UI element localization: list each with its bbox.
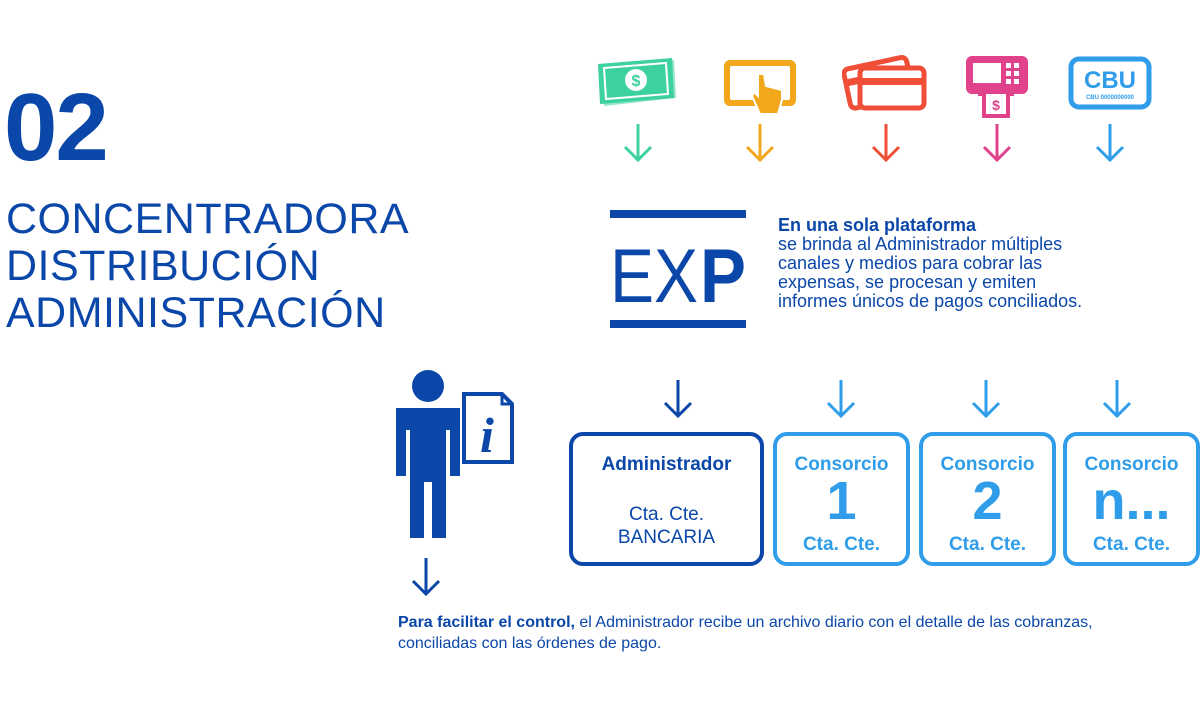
exp-description-line: informes únicos de pagos conciliados. bbox=[778, 291, 1083, 311]
heading-line-2: DISTRIBUCIÓN bbox=[6, 242, 321, 290]
bottom-description-line-1: Para facilitar el control, el Administra… bbox=[398, 612, 1193, 633]
exp-logo-prefix: EX bbox=[610, 234, 698, 319]
down-arrow-icon bbox=[745, 124, 775, 163]
down-arrow-icon bbox=[1095, 124, 1125, 163]
down-arrow-icon bbox=[826, 380, 856, 419]
box-account-type: Cta. Cte. bbox=[629, 504, 704, 525]
exp-logo: EX P bbox=[610, 210, 746, 328]
credit-cards-icon bbox=[842, 55, 927, 111]
exp-description-line: expensas, se procesan y emiten bbox=[778, 272, 1037, 292]
down-arrow-icon bbox=[623, 124, 653, 163]
heading-line-3: ADMINISTRACIÓN bbox=[6, 289, 386, 337]
heading-line-1: CONCENTRADORA bbox=[6, 195, 410, 243]
svg-text:i: i bbox=[480, 407, 494, 463]
bottom-description-line-2: conciliadas con las órdenes de pago. bbox=[398, 635, 662, 652]
svg-text:$: $ bbox=[632, 73, 641, 90]
svg-text:$: $ bbox=[992, 97, 1000, 113]
box-account-kind: BANCARIA bbox=[617, 527, 716, 548]
atm-icon: $ bbox=[966, 56, 1028, 118]
box-title: Administrador bbox=[601, 454, 732, 475]
exp-logo-suffix: P bbox=[700, 234, 746, 319]
box-footer: Cta. Cte. bbox=[948, 534, 1027, 555]
cbu-icon: CBU CBU 0000000000 bbox=[1068, 56, 1152, 110]
box-title: Consorcio bbox=[940, 454, 1035, 475]
exp-description-line: canales y medios para cobrar las bbox=[778, 253, 1043, 273]
box-title: Consorcio bbox=[794, 454, 889, 475]
consorcio-1-box: Consorcio 1 Cta. Cte. bbox=[773, 432, 910, 566]
down-arrow-icon bbox=[663, 380, 693, 419]
cbu-sublabel: CBU 0000000000 bbox=[1086, 95, 1135, 101]
person-info-icon: i bbox=[396, 370, 514, 538]
exp-description-line: se brinda al Administrador múltiples bbox=[778, 234, 1063, 254]
box-number: 1 bbox=[826, 471, 857, 531]
consorcio-2-box: Consorcio 2 Cta. Cte. bbox=[919, 432, 1056, 566]
bottom-description: Para facilitar el control, el Administra… bbox=[398, 612, 1193, 654]
box-footer: Cta. Cte. bbox=[802, 534, 881, 555]
down-arrow-icon bbox=[871, 124, 901, 163]
bottom-description-bold: Para facilitar el control, bbox=[398, 614, 575, 631]
consorcio-n-box: Consorcio n... Cta. Cte. bbox=[1063, 432, 1200, 566]
box-title: Consorcio bbox=[1084, 454, 1179, 475]
tablet-touch-icon bbox=[724, 60, 796, 115]
cbu-label: CBU bbox=[1084, 67, 1136, 94]
exp-description: En una sola plataforma se brinda al Admi… bbox=[778, 216, 1082, 311]
box-number: n... bbox=[1092, 471, 1171, 531]
bottom-description-rest: el Administrador recibe un archivo diari… bbox=[574, 614, 1093, 631]
box-number: 2 bbox=[972, 471, 1003, 531]
box-footer: Cta. Cte. bbox=[1092, 534, 1171, 555]
cash-icon: $ bbox=[598, 58, 676, 106]
exp-description-title: En una sola plataforma bbox=[778, 215, 977, 235]
down-arrow-icon bbox=[411, 558, 441, 597]
down-arrow-icon bbox=[982, 124, 1012, 163]
down-arrow-icon bbox=[1102, 380, 1132, 419]
down-arrow-icon bbox=[971, 380, 1001, 419]
administrador-box: Administrador Cta. Cte. BANCARIA bbox=[569, 432, 764, 566]
section-number: 02 bbox=[4, 74, 109, 181]
